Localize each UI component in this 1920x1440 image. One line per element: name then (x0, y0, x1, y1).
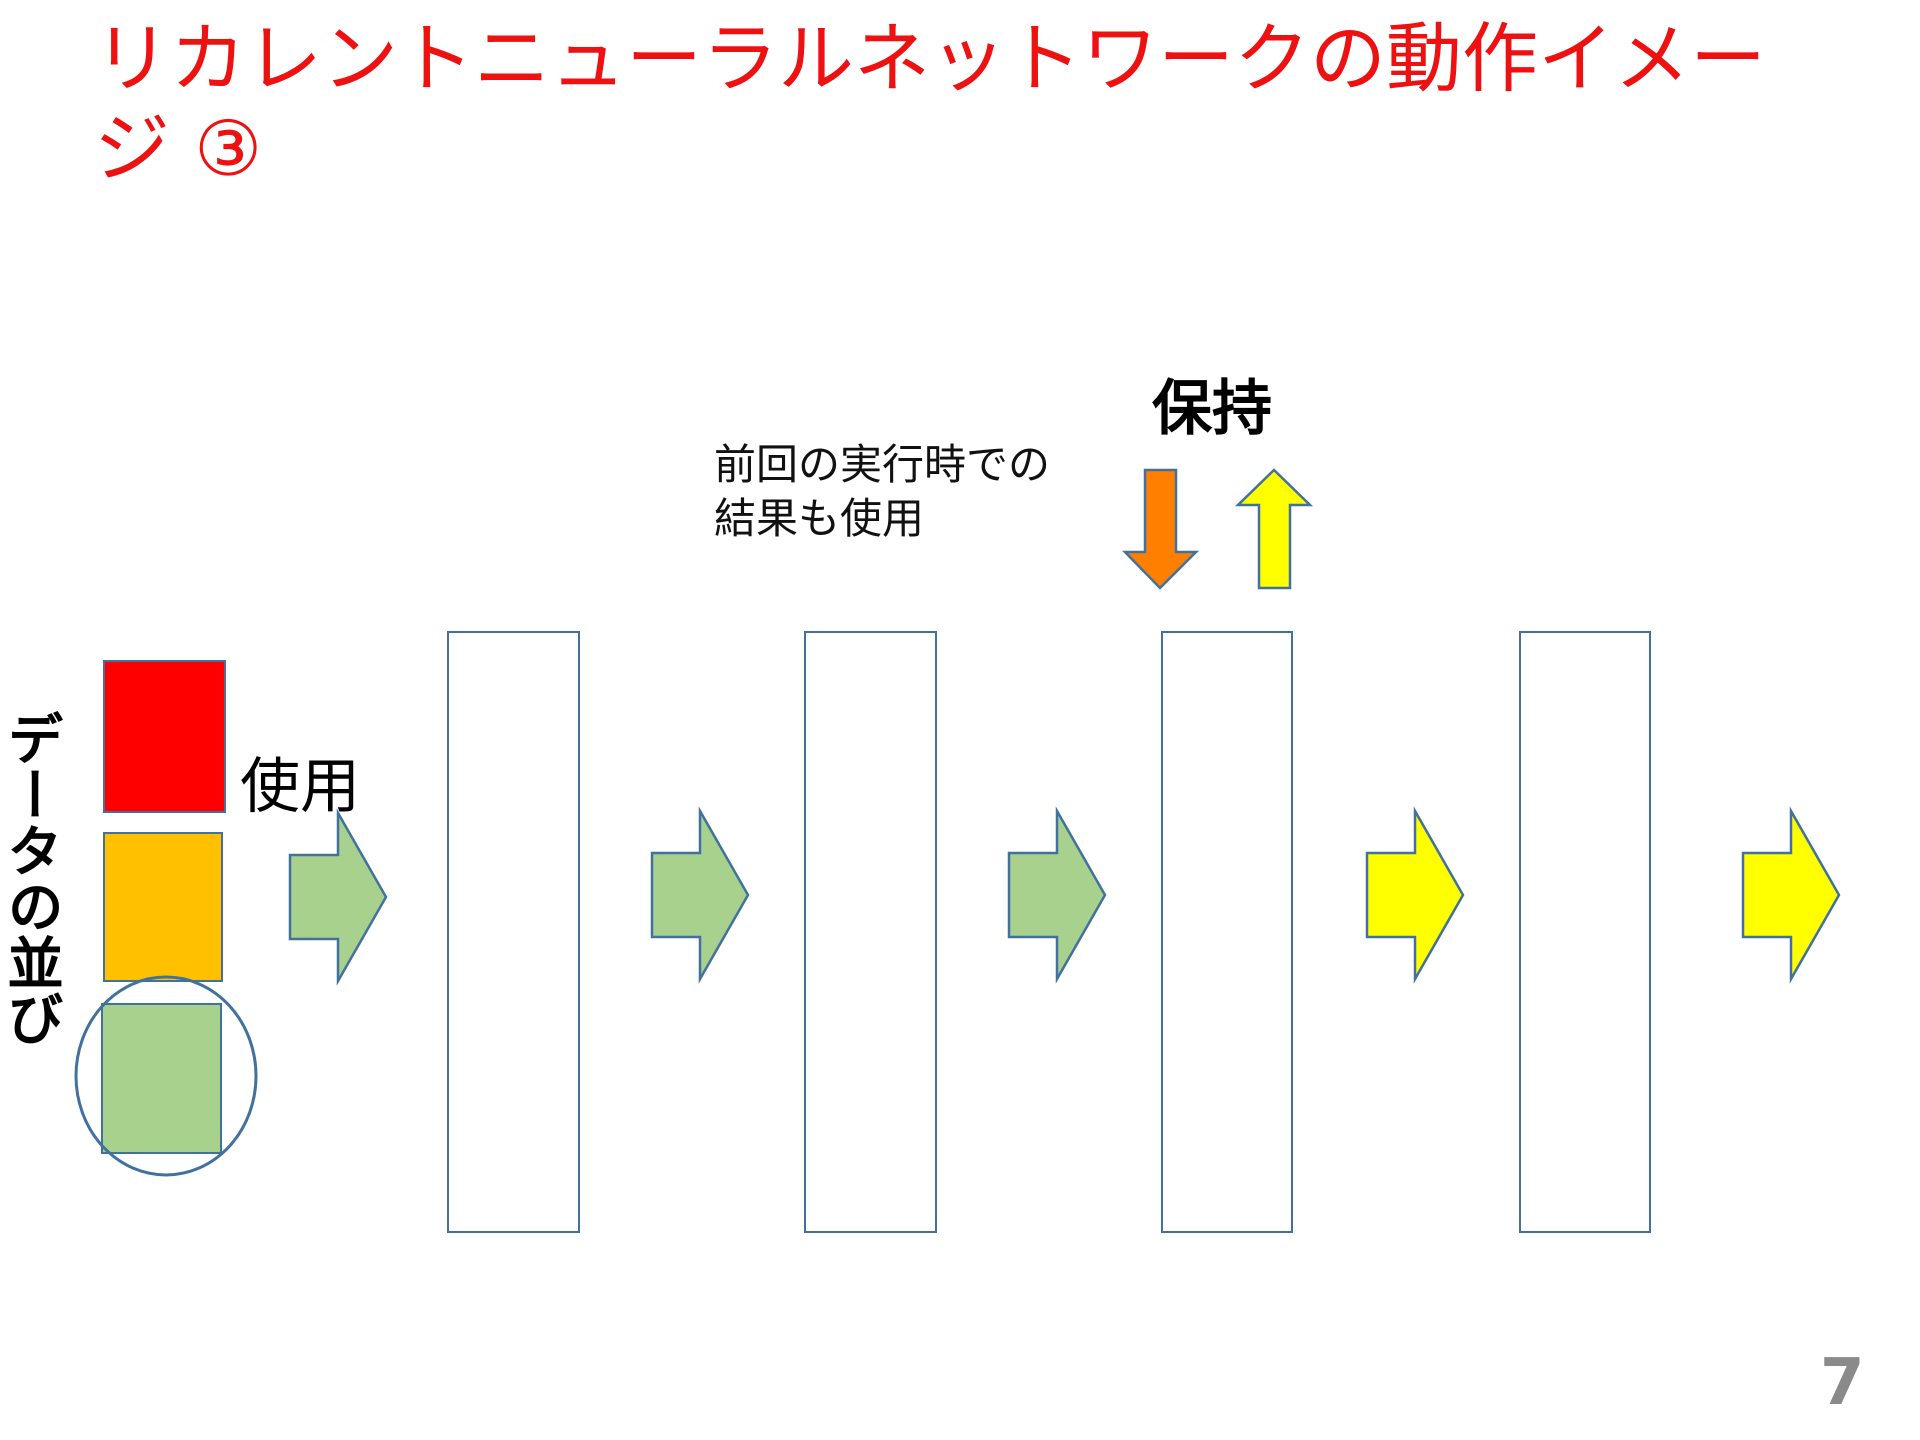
previous-result-note-line-2: 結果も使用 (714, 494, 925, 543)
flow-arrow-green-1 (288, 808, 388, 986)
flow-arrow-green-3 (1007, 806, 1107, 984)
slide-title: リカレントニューラルネットワークの動作イメージ ③ (94, 14, 1766, 193)
hold-up-arrow (1234, 468, 1314, 590)
flow-arrow-green-2 (650, 806, 750, 984)
use-label: 使用 (240, 752, 360, 822)
previous-result-note-line-1: 前回の実行時での (714, 440, 1051, 489)
flow-arrow-yellow-1 (1365, 806, 1465, 984)
previous-result-note: 前回の実行時での 結果も使用 (714, 438, 1134, 546)
data-block-red (103, 660, 226, 813)
layer-box-1 (447, 631, 580, 1233)
data-block-green (101, 1003, 222, 1154)
data-block-orange (103, 832, 223, 982)
data-sequence-label: データの並び (0, 710, 63, 1046)
layer-box-2 (804, 631, 937, 1233)
page-number: 7 (1820, 1346, 1865, 1420)
hold-label: 保持 (1152, 374, 1272, 444)
layer-box-4 (1519, 631, 1651, 1233)
flow-arrow-yellow-2 (1741, 806, 1841, 984)
current-data-highlight-circle (74, 975, 258, 1177)
previous-result-down-arrow (1122, 468, 1200, 590)
layer-box-3 (1161, 631, 1293, 1233)
